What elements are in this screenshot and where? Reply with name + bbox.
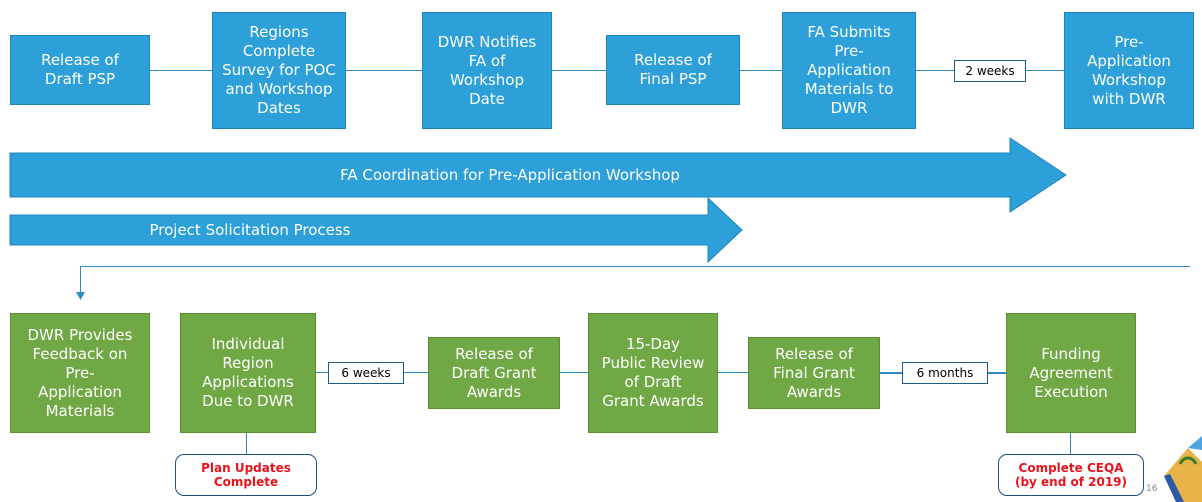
- project-solicitation-label: Project Solicitation Process: [149, 221, 351, 239]
- connector-line: [246, 432, 247, 454]
- return-arrowhead: [76, 292, 85, 300]
- connector-line: [560, 372, 588, 373]
- step-release-draft-grant: Release of Draft Grant Awards: [428, 337, 560, 409]
- step-region-applications: Individual Region Applications Due to DW…: [180, 313, 316, 433]
- step-release-final-grant: Release of Final Grant Awards: [748, 337, 880, 409]
- fa-coordination-label: FA Coordination for Pre-Application Work…: [340, 166, 680, 184]
- connector-line: [552, 70, 606, 71]
- return-line-down: [80, 266, 81, 296]
- complete-ceqa-note: Complete CEQA (by end of 2019): [998, 454, 1144, 496]
- duration-label: 6 months: [902, 362, 988, 384]
- step-dwr-feedback: DWR Provides Feedback on Pre- Applicatio…: [10, 313, 150, 433]
- page-number: 16: [1146, 484, 1158, 494]
- step-release-draft-psp: Release of Draft PSP: [10, 35, 150, 105]
- step-public-review: 15-Day Public Review of Draft Grant Awar…: [588, 313, 718, 433]
- duration-label: 2 weeks: [954, 60, 1026, 82]
- plan-updates-note: Plan Updates Complete: [175, 454, 317, 496]
- connector-line: [718, 372, 748, 373]
- connector-line: [150, 70, 212, 71]
- step-dwr-notifies: DWR Notifies FA of Workshop Date: [422, 12, 552, 129]
- fa-coordination-arrow: [9, 137, 1067, 213]
- project-solicitation-arrow: [9, 196, 743, 264]
- step-regions-survey: Regions Complete Survey for POC and Work…: [212, 12, 346, 129]
- connector-line: [740, 70, 782, 71]
- step-release-final-psp: Release of Final PSP: [606, 35, 740, 105]
- connector-line: [1070, 432, 1071, 454]
- duration-label: 6 weeks: [328, 362, 404, 384]
- step-fa-submits: FA Submits Pre- Application Materials to…: [782, 12, 916, 129]
- organization-logo: [1164, 436, 1202, 502]
- step-funding-agreement: Funding Agreement Execution: [1006, 313, 1136, 433]
- step-pre-app-workshop: Pre- Application Workshop with DWR: [1064, 12, 1194, 129]
- connector-line: [346, 70, 422, 71]
- return-line: [80, 266, 1190, 267]
